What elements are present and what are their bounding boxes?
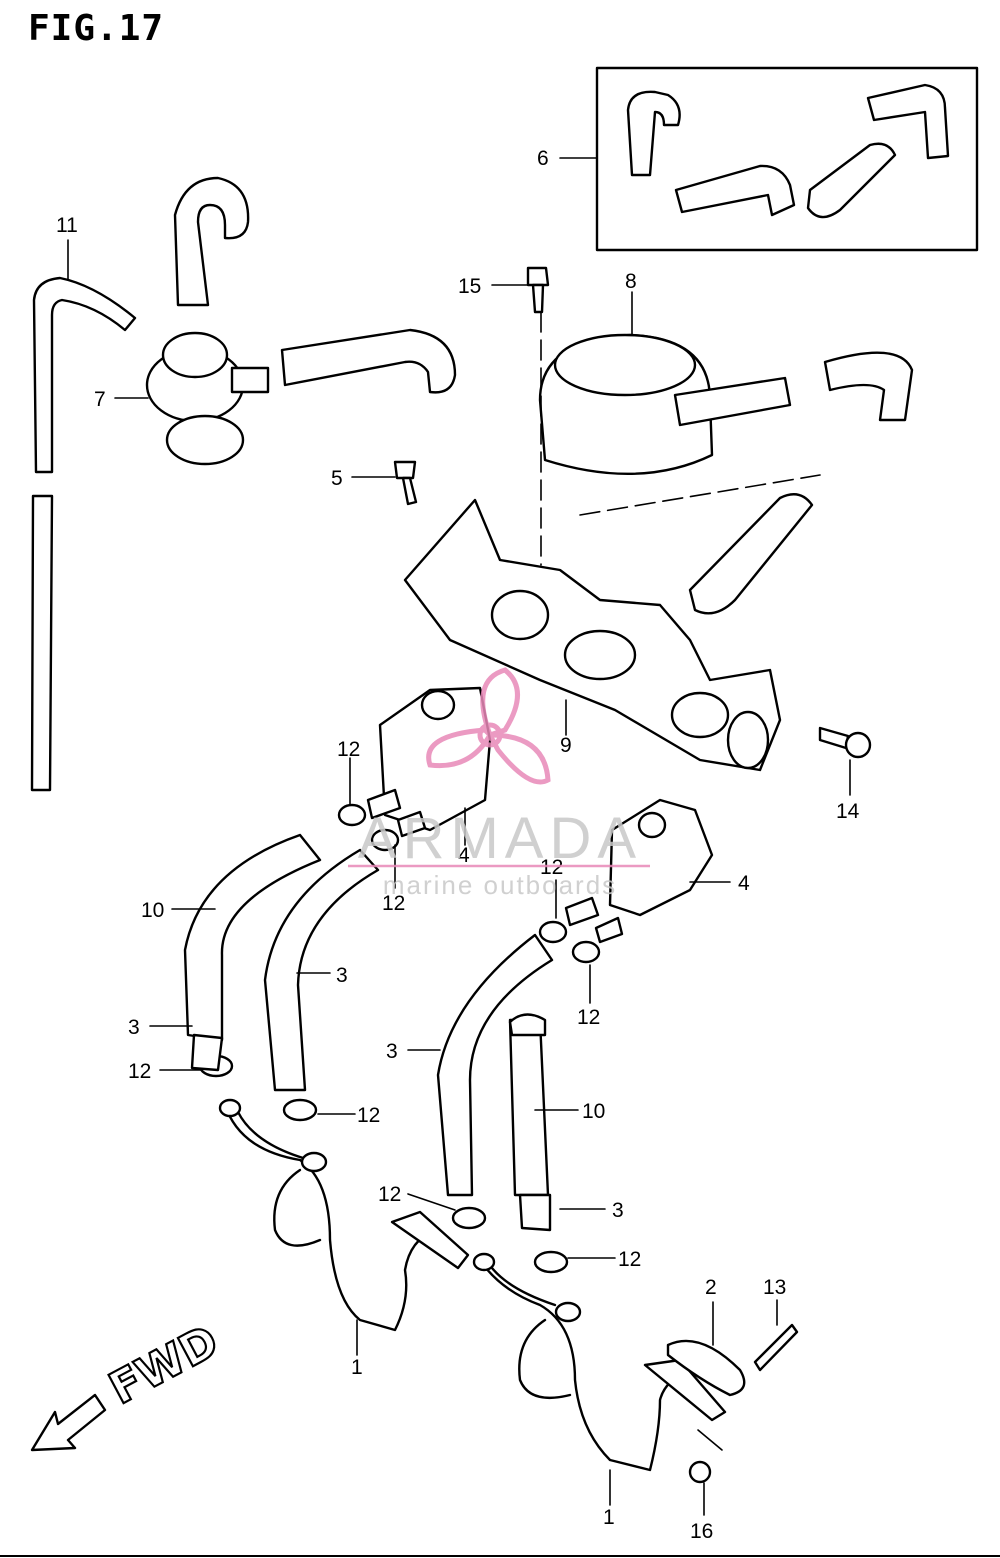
callout-15: 15 bbox=[458, 275, 481, 298]
callout-8: 8 bbox=[625, 270, 637, 293]
callout-12-d: 12 bbox=[577, 1006, 600, 1029]
callout-2: 2 bbox=[705, 1276, 717, 1299]
pipe-1-left bbox=[218, 1098, 470, 1332]
manifold-plate-9 bbox=[403, 498, 782, 772]
callout-16: 16 bbox=[690, 1520, 713, 1543]
callout-12-a: 12 bbox=[337, 738, 360, 761]
callout-14: 14 bbox=[836, 800, 860, 823]
callout-labels: 6 11 7 8 15 5 9 14 12 4 12 12 4 10 3 3 1… bbox=[56, 147, 860, 1543]
hoses-3-10 bbox=[183, 833, 554, 1232]
propeller-logo-icon bbox=[426, 667, 551, 785]
reed-valve-lower-4 bbox=[564, 798, 714, 944]
callout-3-d: 3 bbox=[612, 1199, 624, 1222]
watermark-tagline: marine outboards bbox=[383, 870, 617, 900]
callout-3-b: 3 bbox=[128, 1016, 140, 1039]
figure-title: FIG.17 bbox=[28, 8, 165, 49]
bolts bbox=[393, 266, 872, 759]
callout-1-a: 1 bbox=[351, 1356, 363, 1379]
callout-12-c: 12 bbox=[540, 856, 563, 879]
callout-4-b: 4 bbox=[738, 872, 750, 895]
callout-10-a: 10 bbox=[141, 899, 164, 922]
gasket-stud-nut bbox=[666, 1323, 799, 1484]
callout-6: 6 bbox=[537, 147, 549, 170]
callout-12-g: 12 bbox=[378, 1183, 401, 1206]
fwd-label: FWD bbox=[101, 1316, 227, 1415]
callout-9: 9 bbox=[560, 734, 572, 757]
reed-valve-upper-4 bbox=[366, 686, 492, 838]
watermark: ARMADA marine outboards bbox=[348, 667, 650, 900]
leader-lines bbox=[67, 157, 851, 1516]
callout-12-e: 12 bbox=[128, 1060, 151, 1083]
check-valve-7 bbox=[145, 176, 457, 466]
callout-12-h: 12 bbox=[618, 1248, 641, 1271]
callout-7: 7 bbox=[94, 388, 106, 411]
silencer-8 bbox=[538, 333, 914, 615]
callout-3-a: 3 bbox=[336, 964, 348, 987]
callout-12-f: 12 bbox=[357, 1104, 380, 1127]
callout-1-b: 1 bbox=[603, 1506, 615, 1529]
hose-11 bbox=[30, 276, 137, 792]
callout-13: 13 bbox=[763, 1276, 786, 1299]
pipe-1-right bbox=[472, 1252, 727, 1472]
callout-4-a: 4 bbox=[458, 844, 470, 867]
watermark-brand: ARMADA bbox=[358, 806, 642, 871]
arrow-left-down-icon bbox=[30, 1393, 107, 1452]
callout-11: 11 bbox=[56, 214, 78, 237]
callout-5: 5 bbox=[331, 467, 343, 490]
callout-3-c: 3 bbox=[386, 1040, 398, 1063]
callout-12-b: 12 bbox=[382, 892, 405, 915]
callout-10-b: 10 bbox=[582, 1100, 605, 1123]
fwd-direction-indicator: FWD bbox=[30, 1315, 228, 1452]
hose-kit-box bbox=[595, 66, 979, 252]
